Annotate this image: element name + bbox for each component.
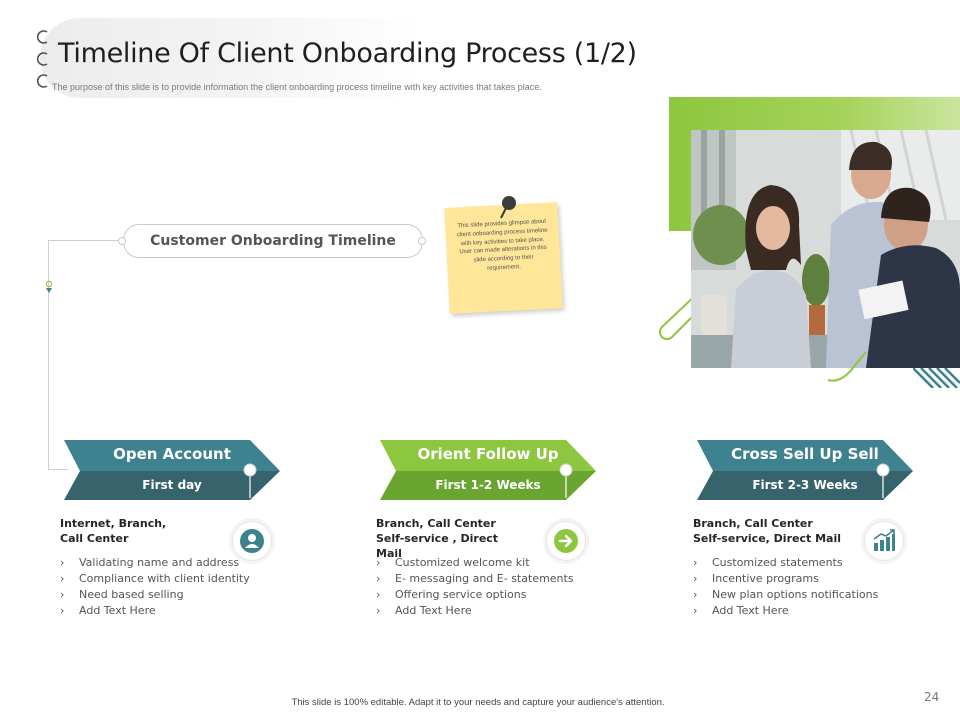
timeline-connector-vertical [48,240,49,469]
stage-2-banner [380,440,596,500]
list-item: Add Text Here [60,603,290,619]
page-number: 24 [924,690,940,704]
stage-3-activities: Customized statements Incentive programs… [693,555,923,619]
stage-1-banner [64,440,280,500]
pill-right-dot [418,237,426,245]
pushpin-icon [500,196,516,219]
footer-text: This slide is 100% editable. Adapt it to… [291,697,665,708]
title-band [40,18,420,98]
stage-3-name: Cross Sell Up Sell [731,445,879,463]
binder-rings-icon [36,30,48,88]
list-item: Customized statements [693,555,923,571]
page-subtitle: The purpose of this slide is to provide … [52,82,542,92]
timeline-connector-bottom [48,469,68,470]
office-team-illustration [691,130,960,368]
timeline-connector-top [48,240,120,241]
list-item: Need based selling [60,587,290,603]
stage-2-name: Orient Follow Up [417,445,559,463]
stage-1-name: Open Account [113,445,231,463]
page-title: Timeline Of Client Onboarding Process (1… [58,38,637,69]
timeline-label: Customer Onboarding Timeline [123,224,423,258]
arrow-right-icon [554,529,578,553]
bar-chart-icon [873,529,895,551]
list-item: Validating name and address [60,555,290,571]
connector-marker-icon [45,280,53,293]
user-icon [240,529,264,553]
stage-1-channel: Internet, Branch, Call Center [60,517,167,545]
list-item: Compliance with client identity [60,571,290,587]
list-item: Incentive programs [693,571,923,587]
list-item: E- messaging and E- statements [376,571,606,587]
stage-1-time: First day [142,478,202,492]
office-team-photo [691,130,960,368]
list-item: Customized welcome kit [376,555,606,571]
stage-3-banner [697,440,913,500]
pill-left-dot [118,237,126,245]
list-item: Offering service options [376,587,606,603]
stage-1-activities: Validating name and address Compliance w… [60,555,290,619]
stage-3-time: First 2-3 Weeks [752,478,858,492]
list-item: Add Text Here [376,603,606,619]
stage-2-time: First 1-2 Weeks [435,478,541,492]
stage-2-activities: Customized welcome kit E- messaging and … [376,555,606,619]
stripe-pattern [913,368,960,388]
list-item: Add Text Here [693,603,923,619]
stage-3-channel: Branch, Call Center Self-service, Direct… [693,517,841,545]
list-item: New plan options notifications [693,587,923,603]
